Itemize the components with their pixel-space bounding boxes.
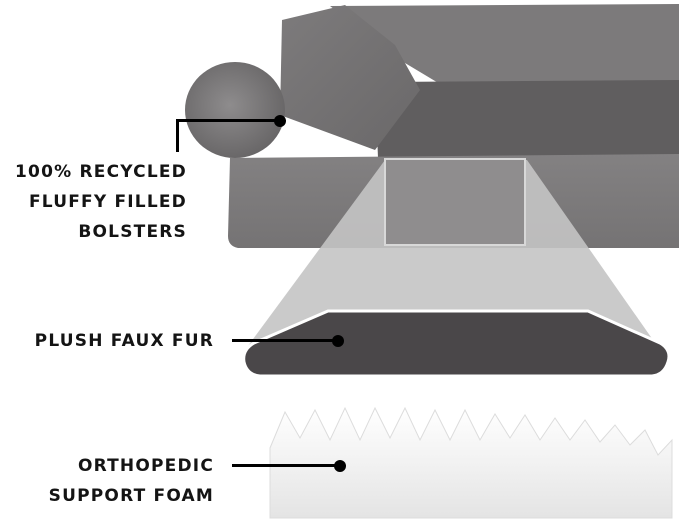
side-bolster bbox=[280, 5, 420, 150]
bolsters-callout-dot bbox=[274, 115, 286, 127]
fur-layer bbox=[242, 309, 671, 378]
bolsters-callout-horizontal bbox=[176, 119, 276, 122]
foam-callout-dot bbox=[334, 460, 346, 472]
faux-fur-callout-line bbox=[232, 339, 336, 342]
bolster-end bbox=[185, 62, 285, 158]
back-bolster bbox=[330, 4, 679, 84]
bolsters-label-line-3: BOLSTERS bbox=[78, 222, 187, 242]
faux-fur-callout-dot bbox=[332, 335, 344, 347]
faux-fur-label-line-1: PLUSH FAUX FUR bbox=[34, 331, 214, 351]
faux-fur-label: PLUSH FAUX FUR bbox=[35, 326, 214, 356]
bolsters-label: 100% RECYCLED FLUFFY FILLED BOLSTERS bbox=[15, 157, 187, 247]
bolsters-label-line-1: 100% RECYCLED bbox=[15, 162, 187, 182]
foam-label: ORTHOPEDIC SUPPORT FOAM bbox=[49, 451, 214, 511]
zoom-projection bbox=[245, 160, 660, 350]
sleep-surface bbox=[375, 80, 679, 158]
foam-callout-line bbox=[232, 464, 338, 467]
zoom-highlight-box bbox=[384, 158, 526, 246]
foam-label-line-1: ORTHOPEDIC bbox=[77, 456, 214, 476]
foam-label-line-2: SUPPORT FOAM bbox=[48, 486, 214, 506]
foam-layer bbox=[269, 406, 673, 519]
bolsters-label-line-2: FLUFFY FILLED bbox=[28, 192, 187, 212]
bolsters-callout-vertical bbox=[176, 119, 179, 152]
